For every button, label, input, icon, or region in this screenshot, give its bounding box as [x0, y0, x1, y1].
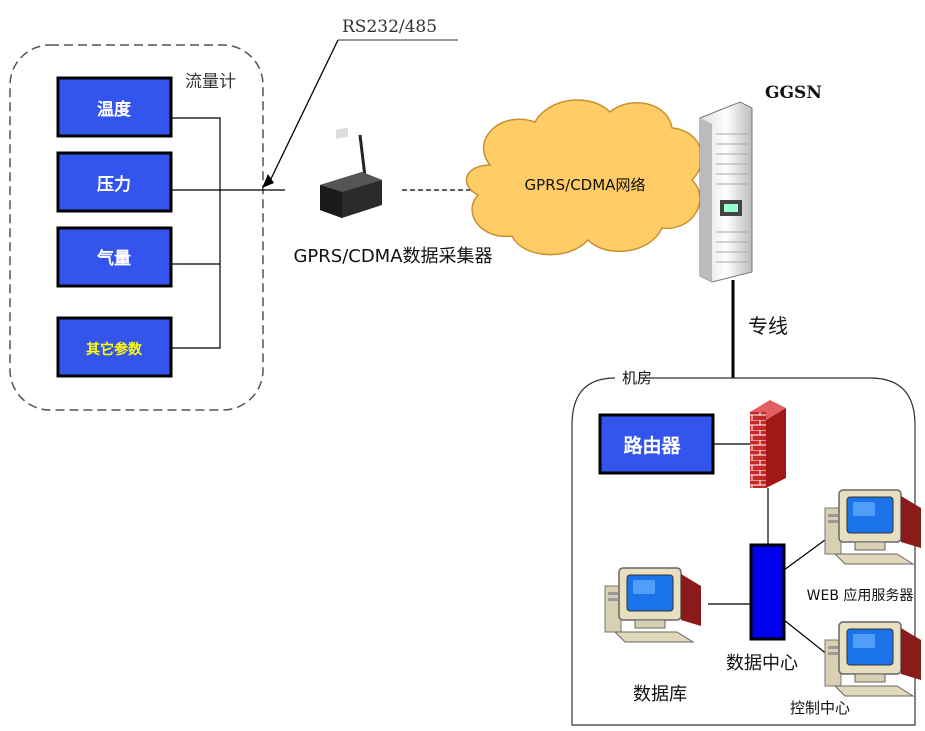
database-computer-icon [604, 567, 702, 643]
sensor-gas-volume: 气量 [56, 226, 173, 288]
sensor-pressure: 压力 [56, 151, 173, 213]
ggsn-server [699, 101, 753, 283]
ggsn-label: GGSN [765, 83, 822, 103]
interface-callout-line [267, 39, 339, 186]
sensor-gas-volume-label: 气量 [96, 248, 131, 269]
datacenter-links [708, 539, 829, 656]
sensor-temperature-label: 温度 [97, 99, 132, 120]
firewall-icon [750, 400, 786, 488]
machine-room-border [571, 377, 916, 726]
leased-line-label: 专线 [748, 314, 788, 338]
web-server-computer-icon [824, 489, 922, 565]
sensor-other-params: 其它参数 [56, 316, 173, 378]
sensor-other-params-label: 其它参数 [86, 341, 143, 358]
database-label: 数据库 [633, 684, 687, 705]
network-cloud [465, 99, 703, 256]
sensor-pressure-label: 压力 [97, 174, 131, 195]
flowmeter-group-border [9, 44, 264, 411]
machine-room-label: 机房 [622, 369, 652, 387]
sensor-bus-lines [171, 117, 285, 349]
network-label: GPRS/CDMA网络 [525, 176, 646, 194]
arrow-head-icon [262, 174, 274, 188]
data-center-label: 数据中心 [726, 653, 798, 674]
control-center-label: 控制中心 [790, 699, 850, 717]
collector-label: GPRS/CDMA数据采集器 [293, 246, 492, 267]
router-label: 路由器 [623, 434, 681, 457]
gprs-collector-device [320, 127, 382, 218]
interface-label: RS232/485 [342, 17, 437, 37]
data-center-box [749, 543, 786, 641]
control-center-computer-icon [824, 621, 922, 697]
web-server-label: WEB 应用服务器 [807, 587, 914, 604]
flowmeter-label: 流量计 [185, 72, 236, 92]
sensor-temperature: 温度 [56, 76, 173, 138]
